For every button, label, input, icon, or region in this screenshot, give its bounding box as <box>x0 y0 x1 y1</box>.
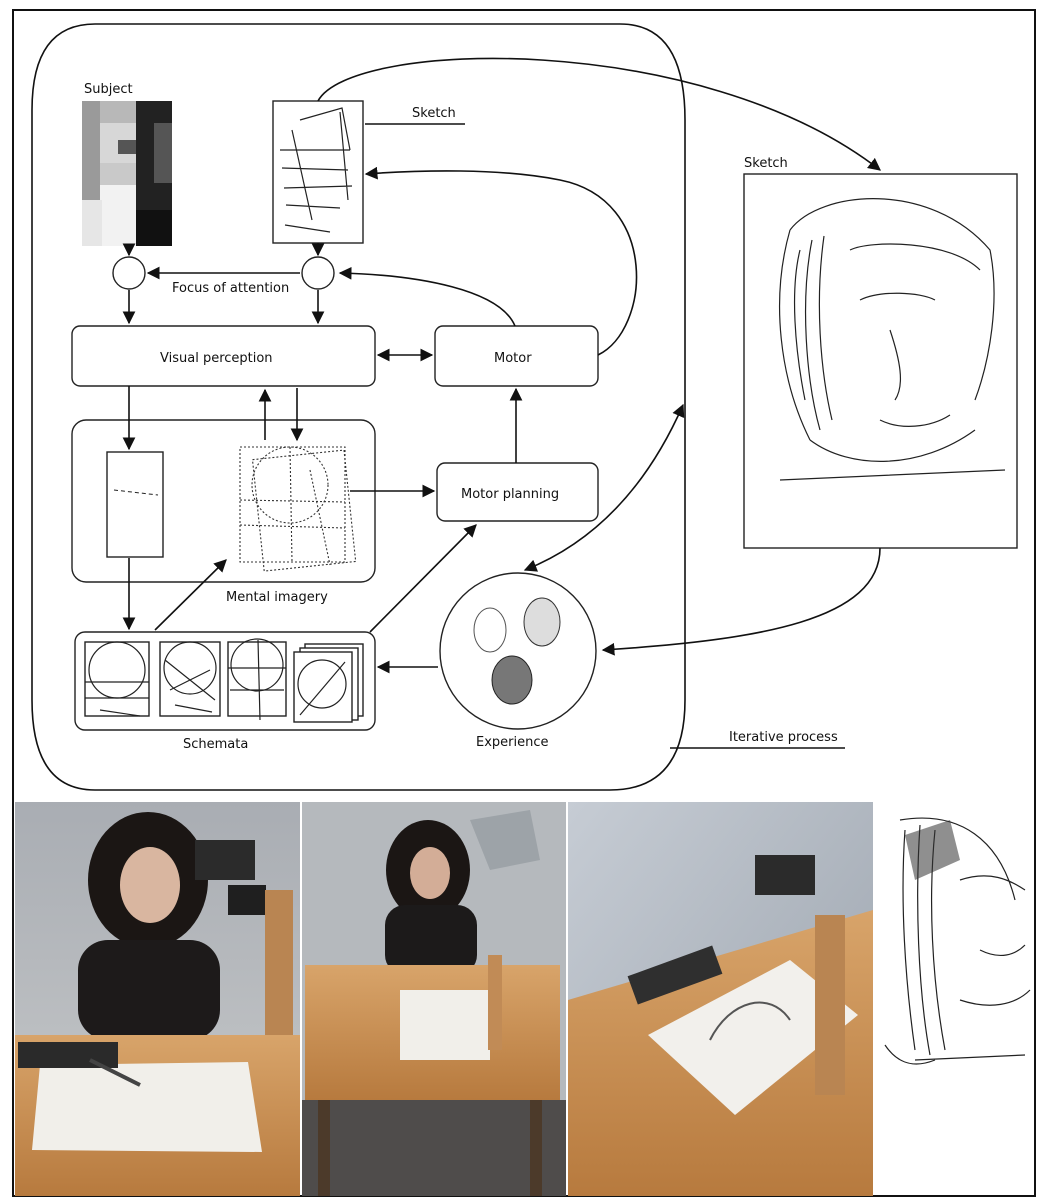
photo-panel-2 <box>302 802 566 1196</box>
subject-label: Subject <box>84 82 133 97</box>
mental-imagery-label: Mental imagery <box>226 590 328 605</box>
photo-panel-1 <box>15 802 300 1196</box>
photo-panel-3 <box>568 802 873 1196</box>
iterative-process-label: Iterative process <box>729 730 838 745</box>
motor-planning-label: Motor planning <box>461 487 559 502</box>
sketch-large-label: Sketch <box>744 156 788 171</box>
focus-label: Focus of attention <box>172 281 289 296</box>
sketch-large-image <box>744 174 1017 548</box>
subject-focus-node <box>113 257 145 289</box>
schemata-label: Schemata <box>183 737 248 752</box>
sketch-small-image <box>273 101 363 243</box>
subject-image <box>82 101 172 246</box>
sketch-focus-node <box>302 257 334 289</box>
photo-panel-4-drawing <box>876 802 1033 1094</box>
motor-label: Motor <box>494 351 532 366</box>
mental-frame <box>107 452 163 557</box>
visual-perception-label: Visual perception <box>160 351 273 366</box>
experience-label: Experience <box>476 735 549 750</box>
experience-circle <box>440 573 596 729</box>
sketch-small-label: Sketch <box>412 106 456 121</box>
